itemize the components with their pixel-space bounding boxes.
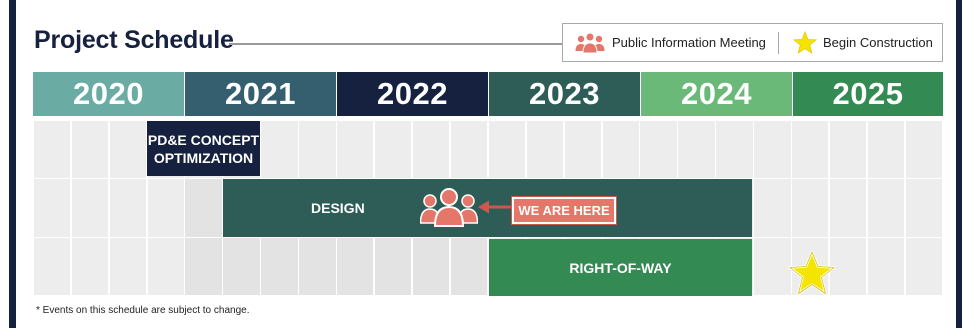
- grid-cell: [261, 238, 298, 296]
- grid-cell: [867, 179, 905, 237]
- grid-cell: [830, 238, 867, 296]
- grid-cell: [754, 238, 791, 296]
- we-are-here-badge: WE ARE HERE: [512, 197, 616, 224]
- grid-cell: [792, 120, 829, 178]
- design-label: DESIGN: [311, 200, 365, 216]
- grid-cell: [792, 179, 829, 237]
- grid-cell: [640, 120, 677, 178]
- grid-cell: [375, 238, 412, 296]
- grid-cell: [450, 120, 488, 178]
- grid-cell: [147, 179, 184, 237]
- meeting-marker-icon: [419, 187, 479, 232]
- legend-divider: [778, 32, 779, 54]
- grid-cell: [488, 120, 526, 178]
- pde-concept-bar: PD&E CONCEPT OPTIMIZATION: [147, 121, 260, 176]
- grid-cell: [185, 238, 222, 296]
- year-header-2021: 2021: [185, 72, 336, 116]
- pointer-arrow-icon: [478, 199, 514, 220]
- grid-cell: [109, 120, 146, 178]
- year-header-2020: 2020: [33, 72, 184, 116]
- people-group-icon: [575, 32, 605, 59]
- grid-cell: [905, 179, 943, 237]
- grid-cell: [867, 238, 905, 296]
- grid-cell: [261, 120, 298, 178]
- left-frame-border: [9, 0, 16, 328]
- year-header-2025: 2025: [793, 72, 943, 116]
- grid-cell: [450, 238, 488, 296]
- right-of-way-bar: RIGHT-OF-WAY: [489, 239, 752, 296]
- legend-construction-label: Begin Construction: [823, 35, 933, 50]
- grid-cell: [147, 238, 184, 296]
- right-of-way-label: RIGHT-OF-WAY: [569, 259, 672, 276]
- grid-cell: [830, 120, 867, 178]
- grid-cell: [754, 120, 791, 178]
- grid-cell: [71, 179, 109, 237]
- grid-cell: [905, 120, 943, 178]
- grid-cell: [71, 238, 109, 296]
- grid-cell: [716, 120, 753, 178]
- grid-cell: [33, 238, 71, 296]
- grid-cell: [109, 238, 146, 296]
- pde-line-2: OPTIMIZATION: [153, 149, 254, 166]
- pde-line-1: PD&E CONCEPT: [147, 131, 260, 148]
- footnote: * Events on this schedule are subject to…: [36, 305, 250, 316]
- title-rule: [229, 43, 562, 45]
- grid-cell: [109, 179, 146, 237]
- grid-cell: [375, 120, 412, 178]
- year-header-2023: 2023: [489, 72, 640, 116]
- grid-cell: [299, 120, 336, 178]
- grid-cell: [33, 179, 71, 237]
- grid-cell: [564, 120, 601, 178]
- grid-cell: [412, 238, 450, 296]
- grid-cell: [602, 120, 639, 178]
- grid-cell: [337, 120, 374, 178]
- right-frame-border: [956, 0, 962, 328]
- grid-cell: [830, 179, 867, 237]
- grid-cell: [33, 120, 71, 178]
- grid-cell: [337, 238, 374, 296]
- grid-cell: [867, 120, 905, 178]
- grid-cell: [526, 120, 564, 178]
- star-icon: [792, 30, 818, 59]
- begin-construction-star-icon: [787, 249, 837, 302]
- grid-cell: [223, 238, 260, 296]
- legend: Public Information Meeting Begin Constru…: [562, 23, 943, 62]
- page-title: Project Schedule: [34, 26, 234, 54]
- year-header-2022: 2022: [337, 72, 488, 116]
- grid-cell: [412, 120, 450, 178]
- year-header-2024: 2024: [641, 72, 792, 116]
- legend-meeting-label: Public Information Meeting: [612, 35, 766, 50]
- grid-cell: [299, 238, 336, 296]
- grid-cell: [71, 120, 109, 178]
- grid-cell: [905, 238, 943, 296]
- grid-cell: [754, 179, 791, 237]
- grid-cell: [678, 120, 715, 178]
- grid-cell: [185, 179, 222, 237]
